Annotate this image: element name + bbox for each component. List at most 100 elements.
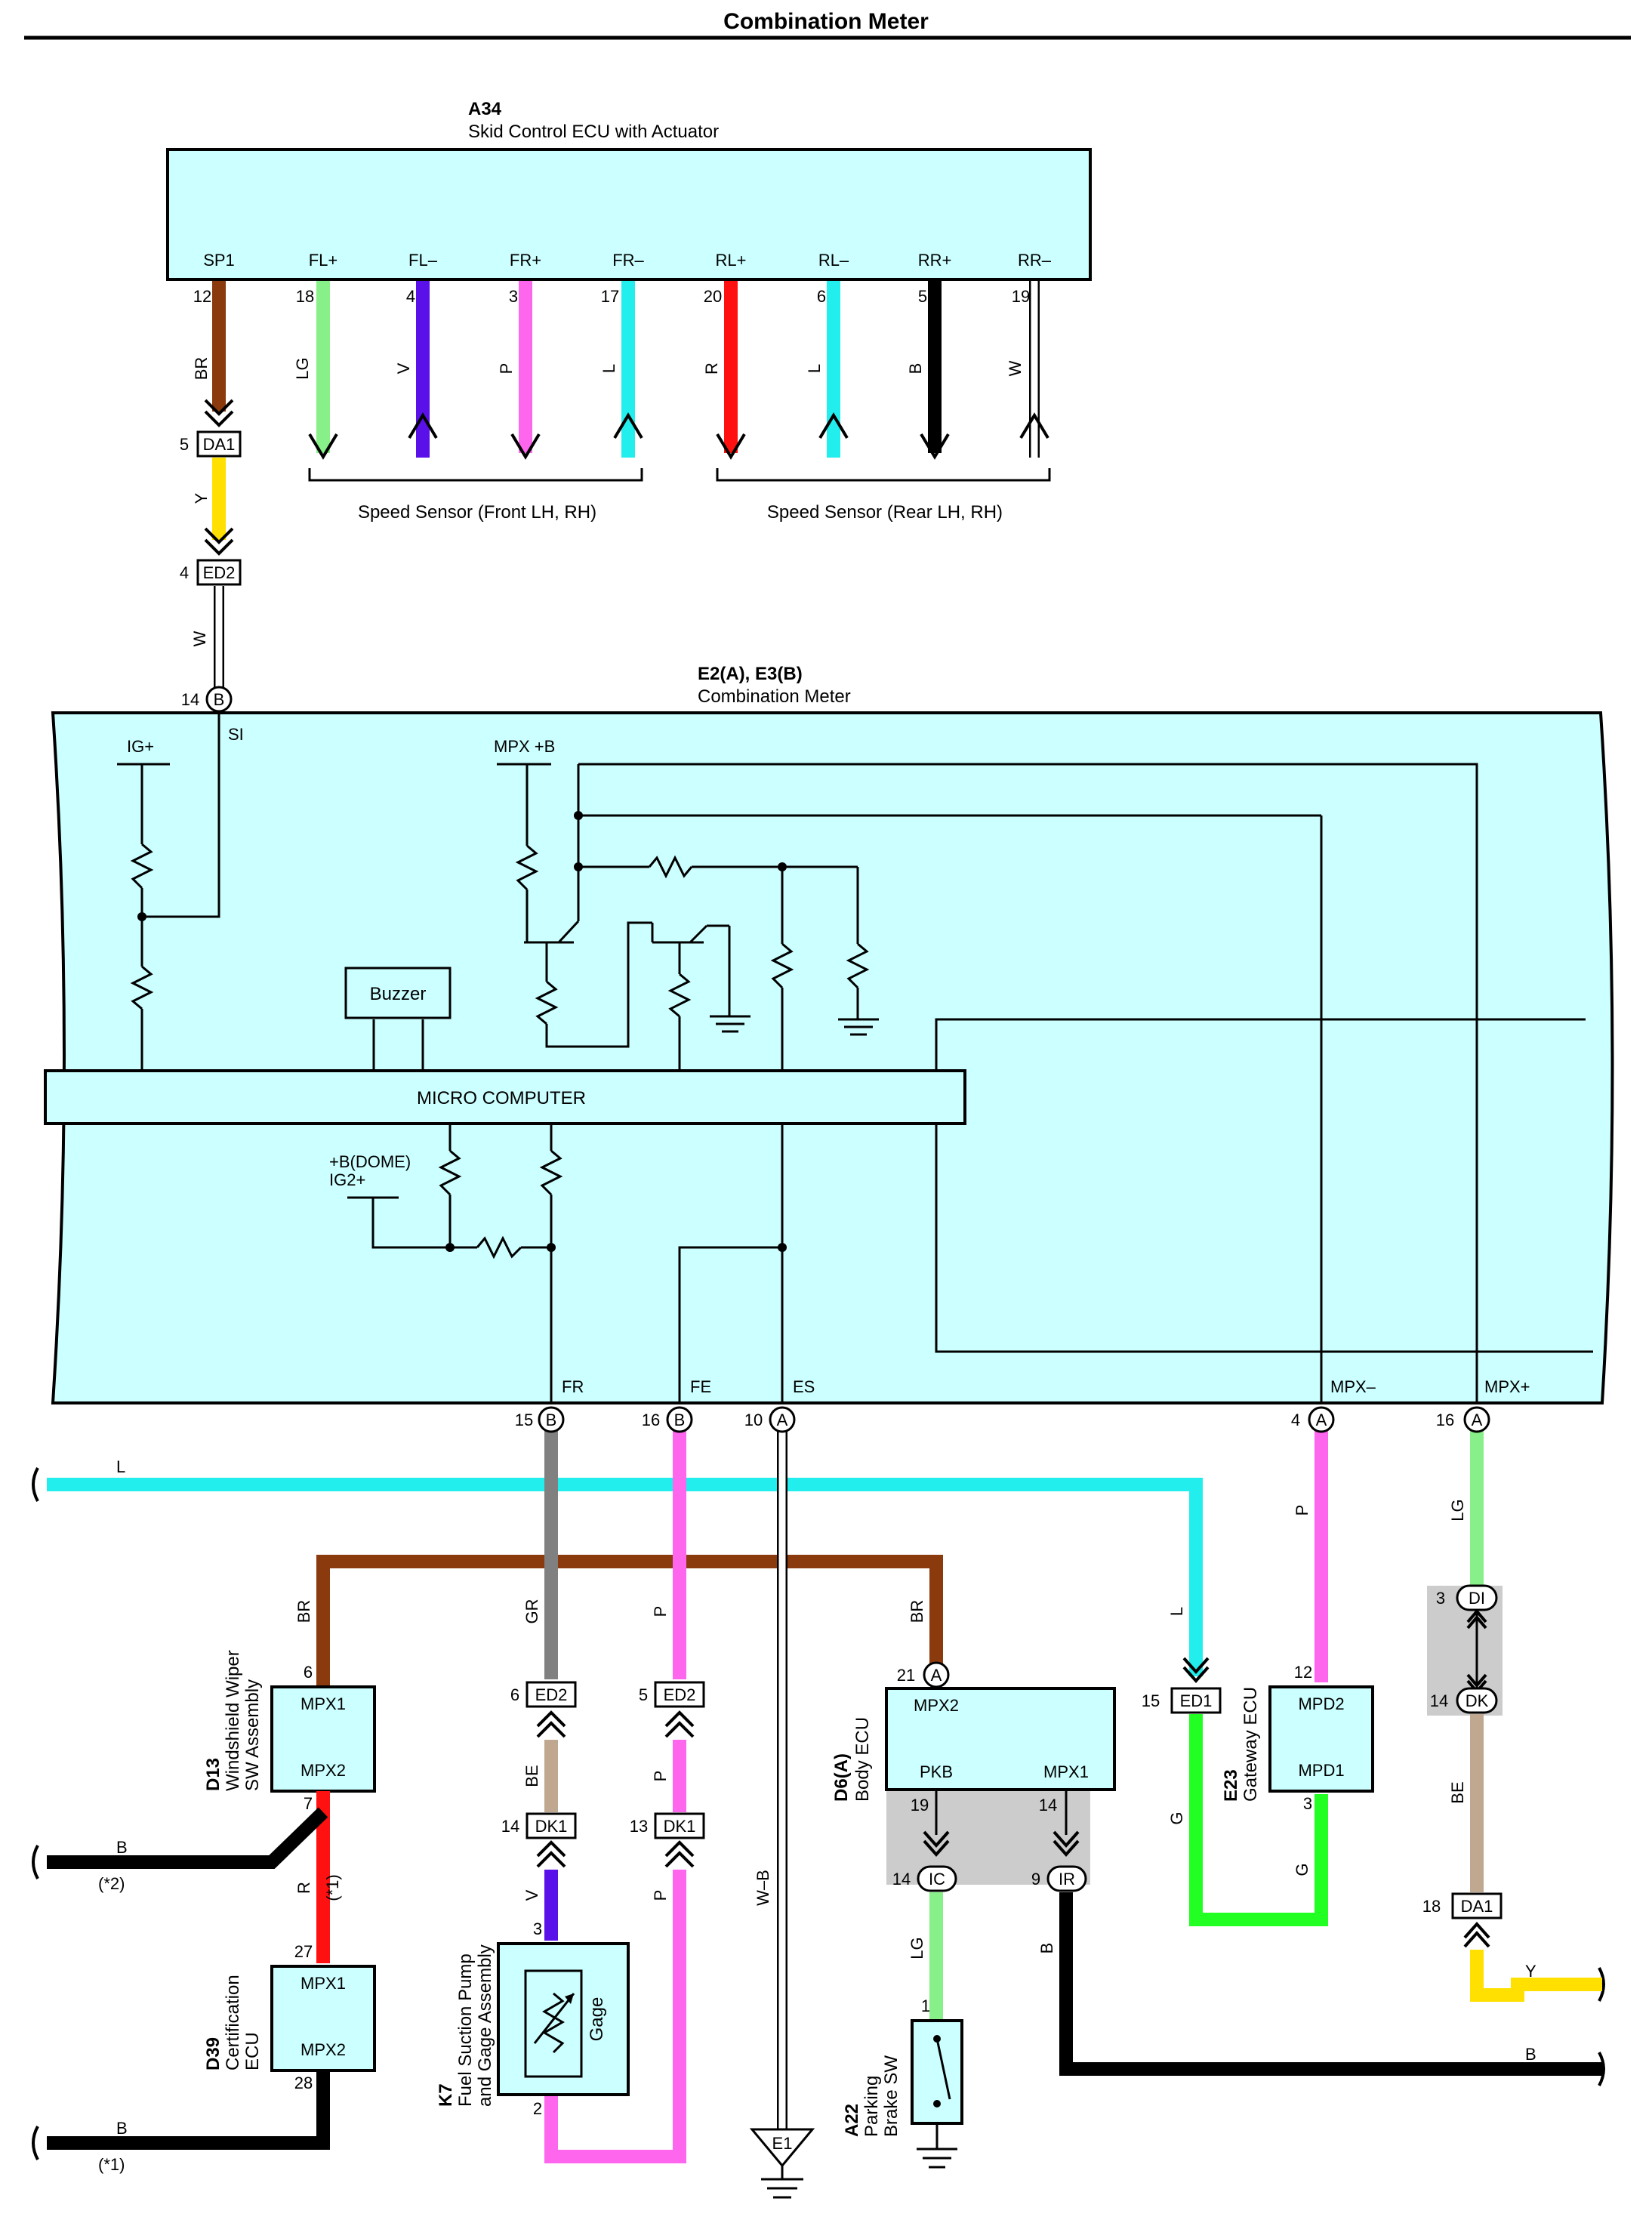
svg-text:5: 5 [639, 1685, 648, 1704]
speed-sensor-braces: Speed Sensor (Front LH, RH) Speed Sensor… [308, 468, 1051, 523]
svg-text:P: P [651, 1771, 670, 1782]
svg-text:6: 6 [510, 1685, 519, 1704]
svg-text:MPX2: MPX2 [301, 2040, 346, 2059]
a34-term-pin: 12 [193, 287, 211, 306]
svg-text:MPX1: MPX1 [301, 1974, 346, 1993]
a34-term-color: R [702, 362, 721, 375]
di-dk-da1-branch: DI 3 DK 14 BE DA1 18 Y [1422, 1584, 1602, 2002]
a34-term-name: FR+ [510, 251, 541, 270]
meter-code: E2(A), E3(B) [698, 664, 803, 684]
svg-text:G: G [1293, 1863, 1311, 1876]
svg-text:2: 2 [533, 2099, 542, 2118]
ed2-dk1-connectors: ED2 6 ED2 5 BE P DK1 14 DK1 13 V P [501, 1681, 705, 2163]
svg-text:Buzzer: Buzzer [370, 984, 427, 1004]
a34-term-pin: 5 [918, 287, 927, 306]
svg-text:5: 5 [180, 435, 189, 454]
svg-text:L: L [1167, 1607, 1186, 1616]
svg-text:W: W [190, 631, 209, 646]
svg-text:MPX–: MPX– [1330, 1377, 1376, 1396]
svg-text:(*1): (*1) [98, 2155, 125, 2174]
svg-text:14: 14 [501, 1817, 519, 1836]
a34-terminals: SP1 12 BR FL+ 18 LG FL– 4 V FR+ 3 P FR– … [192, 251, 1052, 380]
svg-text:16: 16 [642, 1411, 660, 1429]
svg-text:Certification: Certification [223, 1975, 243, 2070]
svg-text:PKB: PKB [920, 1762, 953, 1781]
sp1-path: DA1 5 Y ED2 4 W B 14 [180, 399, 242, 713]
svg-text:BE: BE [1448, 1781, 1467, 1803]
svg-text:MPD1: MPD1 [1298, 1761, 1344, 1780]
svg-text:15: 15 [515, 1411, 533, 1429]
a34-term-name: FL– [408, 251, 438, 270]
svg-text:P: P [1293, 1505, 1311, 1516]
buzzer-box [344, 967, 452, 1019]
svg-text:19: 19 [911, 1796, 929, 1815]
speed-sensor-rear-label: Speed Sensor (Rear LH, RH) [767, 502, 1003, 523]
svg-text:P: P [651, 1606, 670, 1617]
a34-term-pin: 20 [704, 287, 722, 306]
ed1-gateway: ED1 15 G G MPD2 MPD1 12 3 E23 Gateway EC… [1142, 1657, 1374, 1926]
svg-text:R: R [294, 1882, 313, 1894]
a34-term-pin: 6 [817, 287, 826, 306]
a34-term-pin: 18 [296, 287, 314, 306]
svg-text:LG: LG [908, 1937, 926, 1959]
a34-term-name: RR– [1018, 251, 1052, 270]
svg-text:DK1: DK1 [535, 1817, 568, 1836]
svg-text:DK1: DK1 [664, 1817, 696, 1836]
a34-term-color: V [394, 362, 413, 374]
meter-lower-connectors: B 15 B 16 A 10 A 4 A 16 [515, 1406, 1490, 1433]
svg-text:A: A [1316, 1411, 1327, 1429]
a34-term-pin: 3 [509, 287, 518, 306]
svg-text:B: B [214, 690, 225, 709]
k7-fuel-gage: Gage 3 2 K7 Fuel Suction Pump and Gage A… [436, 1919, 630, 2118]
a34-term-color: L [805, 364, 824, 373]
a34-term-pin: 17 [601, 287, 619, 306]
svg-text:Gage: Gage [587, 1997, 607, 2042]
svg-text:Gateway ECU: Gateway ECU [1241, 1687, 1261, 1802]
svg-text:ES: ES [793, 1377, 815, 1396]
svg-text:Fuel Suction Pump: Fuel Suction Pump [455, 1953, 476, 2107]
svg-text:ED2: ED2 [664, 1685, 696, 1704]
svg-text:Windshield Wiper: Windshield Wiper [223, 1650, 243, 1791]
a34-term-name: FL+ [309, 251, 338, 270]
svg-text:BR: BR [908, 1600, 926, 1623]
svg-text:MPX1: MPX1 [301, 1694, 346, 1713]
svg-text:D6(A): D6(A) [831, 1753, 852, 1802]
svg-text:Y: Y [192, 492, 211, 504]
a34-term-name: SP1 [203, 251, 235, 270]
svg-text:B: B [546, 1411, 557, 1429]
combination-meter-box [51, 711, 1614, 1404]
svg-text:Y: Y [1525, 1962, 1536, 1981]
svg-text:3: 3 [1303, 1794, 1312, 1813]
svg-text:10: 10 [744, 1411, 763, 1429]
meter-terminals: FR FE ES MPX– MPX+ [562, 1377, 1530, 1396]
svg-text:L: L [116, 1457, 125, 1476]
a34-term-pin: 4 [406, 287, 415, 306]
a34-term-color: BR [192, 357, 211, 381]
svg-text:B: B [116, 2119, 128, 2138]
a34-name: Skid Control ECU with Actuator [468, 122, 719, 142]
a34-ecu-box [166, 148, 1092, 281]
svg-text:ED1: ED1 [1180, 1691, 1213, 1710]
svg-text:W–B: W–B [754, 1870, 772, 1906]
svg-text:E23: E23 [1221, 1769, 1241, 1802]
svg-text:Body ECU: Body ECU [852, 1717, 873, 1802]
svg-text:15: 15 [1142, 1691, 1160, 1710]
svg-text:+B(DOME): +B(DOME) [329, 1152, 411, 1171]
svg-text:A: A [1472, 1411, 1483, 1429]
svg-text:A: A [777, 1411, 788, 1429]
svg-text:16: 16 [1436, 1411, 1454, 1429]
svg-text:1: 1 [921, 1996, 930, 2015]
svg-text:ED2: ED2 [535, 1685, 568, 1704]
a34-arrows [308, 412, 1049, 460]
svg-text:LG: LG [1448, 1499, 1467, 1521]
svg-text:DK: DK [1466, 1691, 1489, 1710]
svg-text:DA1: DA1 [1461, 1897, 1493, 1916]
svg-text:MPD2: MPD2 [1298, 1694, 1344, 1713]
svg-text:12: 12 [1294, 1663, 1312, 1682]
svg-text:28: 28 [294, 2074, 313, 2092]
svg-text:4: 4 [1291, 1411, 1300, 1429]
a34-term-color: LG [293, 357, 312, 379]
svg-text:Parking: Parking [861, 2076, 882, 2137]
d13-wiper-switch: MPX1 MPX2 6 7 D13 Windshield Wiper SW As… [47, 1650, 376, 1963]
